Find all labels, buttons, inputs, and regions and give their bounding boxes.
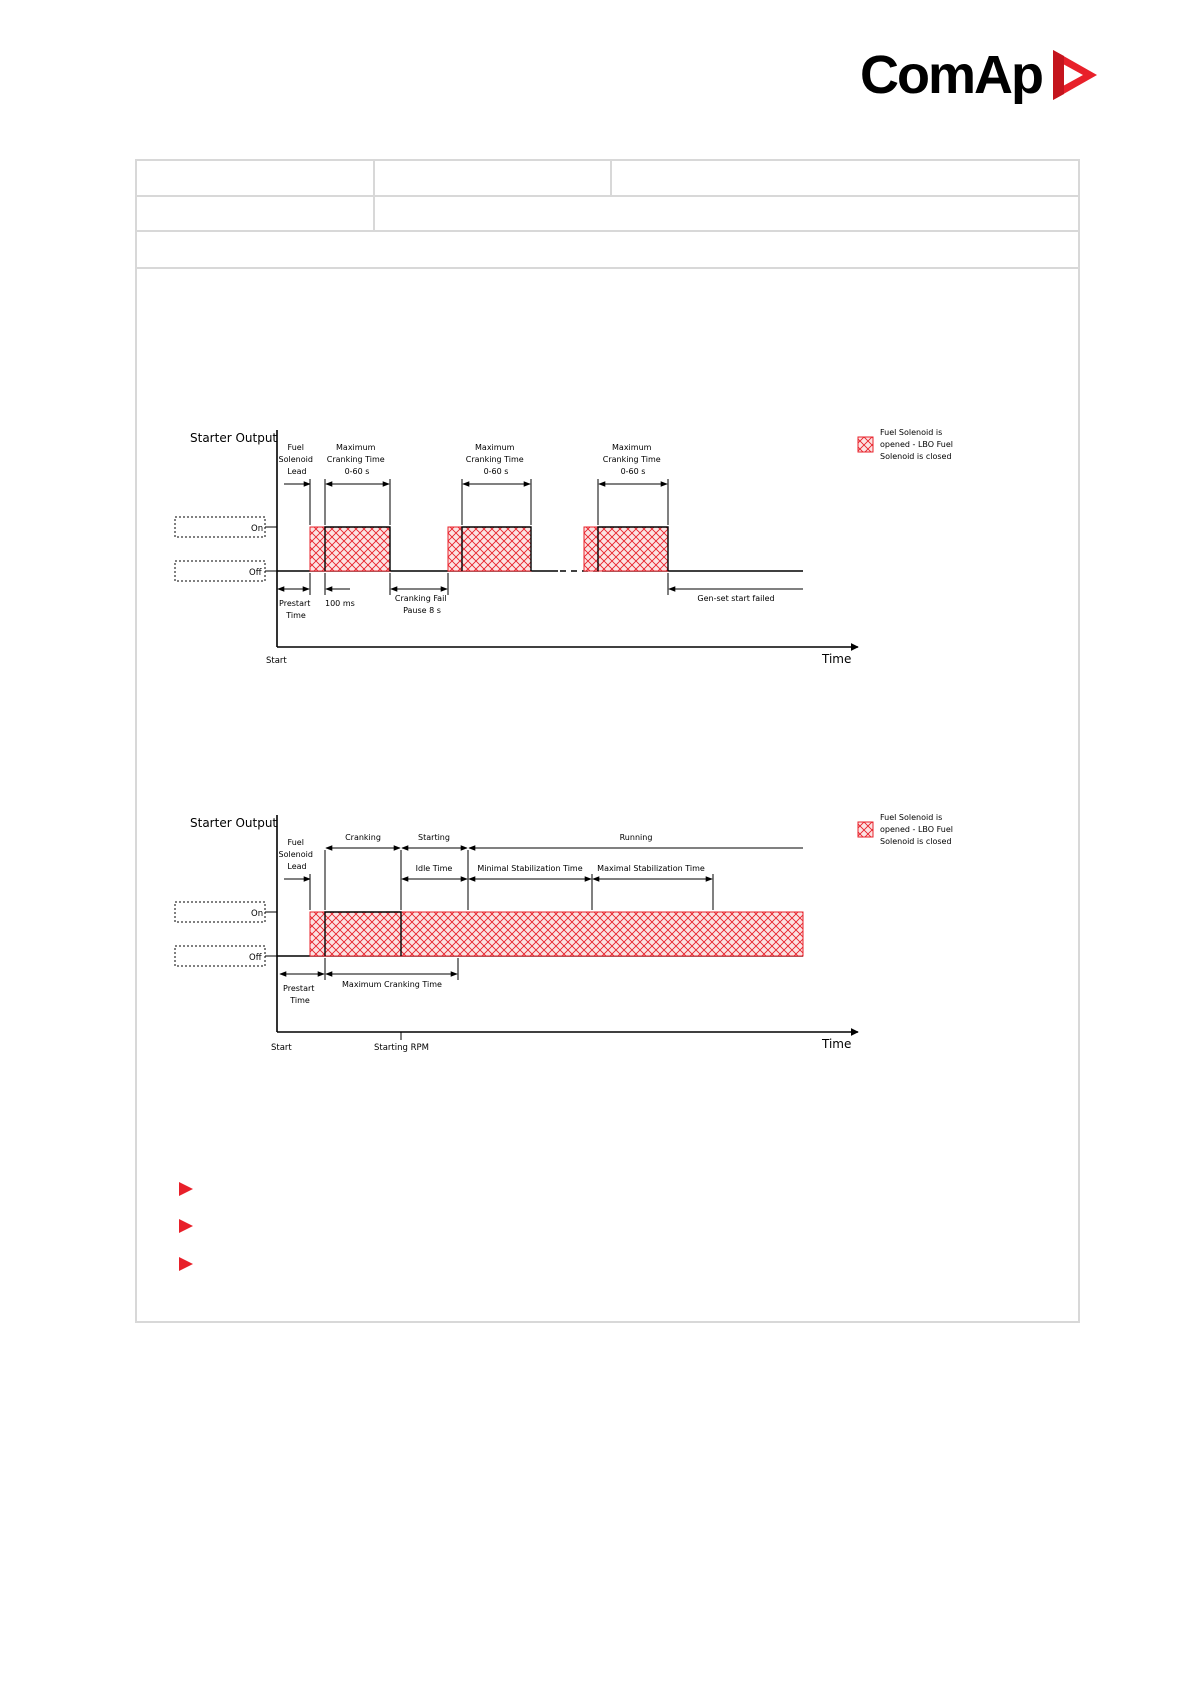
bullet-arrow-icon (179, 1219, 193, 1233)
idle-time-label: Idle Time (416, 864, 453, 873)
max-stab-label: Maximal Stabilization Time (597, 864, 705, 873)
phase-cranking-label: Cranking (345, 833, 381, 842)
max-crank-annotation-3: Maximum Cranking Time 0-60 s (597, 443, 669, 525)
x-axis-label: Time (821, 1037, 851, 1051)
svg-text:Fuel Solenoid is opened: Fuel Solenoid is opened - LBO Fuel Solen… (880, 813, 956, 846)
off-level-label: Off (249, 953, 263, 963)
y-axis-label: Starter Output (190, 431, 277, 445)
comap-logo: ComAp (860, 40, 1100, 110)
svg-text:Maximum Cranking Time: Maximum Cranking Time 0-60 s (327, 443, 388, 476)
start-label: Start (271, 1043, 292, 1053)
starting-rpm-label: Starting RPM (374, 1043, 429, 1053)
prestart-label: Prestart Time (283, 984, 317, 1005)
phase-starting-label: Starting (418, 833, 450, 842)
y-axis-label: Starter Output (190, 816, 277, 830)
timing-diagram-failed-start: Starter Output Time Start On Off Fuel So… (174, 428, 956, 666)
timing-diagram-successful-start: Starter Output Time Start Starting RPM O… (174, 813, 956, 1053)
on-level-label: On (251, 524, 263, 534)
legend: Fuel Solenoid is opened - LBO Fuel Solen… (857, 428, 956, 461)
off-level-label: Off (249, 568, 263, 578)
crank-attempt-1 (309, 526, 391, 572)
max-crank-time-label: Maximum Cranking Time (342, 980, 442, 989)
gap-100ms-label: 100 ms (325, 599, 355, 608)
table-header-row-2 (137, 197, 1078, 232)
legend: Fuel Solenoid is opened - LBO Fuel Solen… (857, 813, 956, 846)
content-frame (135, 159, 1080, 1323)
start-label: Start (266, 656, 287, 666)
fuel-solenoid-open-band (309, 911, 804, 957)
crank-attempt-2 (447, 526, 532, 572)
logo-wordmark: ComAp (860, 45, 1044, 105)
max-crank-annotation-1: Maximum Cranking Time 0-60 s (324, 443, 391, 525)
on-level-label: On (251, 909, 263, 919)
svg-text:Maximum Cranking Time: Maximum Cranking Time 0-60 s (466, 443, 527, 476)
bullet-arrow-icon (179, 1182, 193, 1196)
bullet-arrow-icon (179, 1257, 193, 1271)
x-axis-label: Time (821, 652, 851, 666)
crank-attempt-3 (583, 526, 669, 572)
phase-running-label: Running (620, 833, 653, 842)
fail-pause-label: Cranking Fail Pause 8 s (395, 594, 449, 615)
fuel-lead-label: Fuel Solenoid Lead (279, 838, 316, 871)
start-failed-label: Gen-set start failed (697, 594, 774, 603)
fuel-lead-label: Fuel Solenoid Lead (279, 443, 316, 476)
min-stab-label: Minimal Stabilization Time (477, 864, 582, 873)
svg-text:Maximum Cranking Time: Maximum Cranking Time 0-60 s (603, 443, 664, 476)
max-crank-annotation-2: Maximum Cranking Time 0-60 s (461, 443, 532, 525)
svg-text:Fuel Solenoid is opened: Fuel Solenoid is opened - LBO Fuel Solen… (880, 428, 956, 461)
table-header-row-1 (137, 161, 1078, 197)
logo-arrow-icon (1053, 50, 1097, 100)
table-header-row-3 (137, 232, 1078, 269)
prestart-label: Prestart Time (279, 599, 313, 620)
